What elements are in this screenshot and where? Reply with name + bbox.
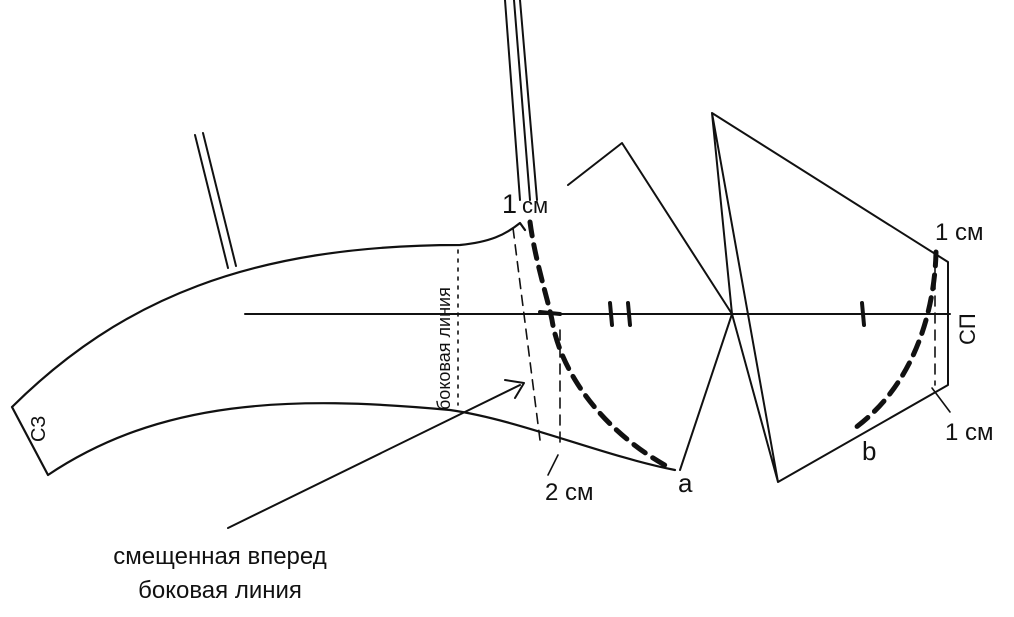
caption-line-1: смещенная вперед bbox=[113, 543, 327, 570]
caption-block: смещенная вперед боковая линия bbox=[60, 540, 380, 608]
point-a-label: а bbox=[678, 468, 693, 498]
leader-2cm bbox=[547, 454, 559, 476]
notch-mark-1 bbox=[608, 301, 614, 327]
caption-line-2: боковая линия bbox=[138, 577, 302, 604]
caption-arrow-head bbox=[504, 379, 525, 399]
left-edge-label: СЗ bbox=[28, 416, 50, 442]
armhole-point-mark bbox=[538, 310, 562, 316]
back-piece-outline bbox=[10, 221, 677, 477]
seam-line-mid-3 bbox=[519, 0, 538, 201]
label-2cm: 2 см bbox=[545, 479, 594, 506]
sleeve-right-polygon bbox=[711, 112, 949, 483]
notch-mark-3 bbox=[860, 301, 866, 327]
armhole-curve-left bbox=[527, 219, 673, 471]
seam-line-left-1 bbox=[194, 134, 229, 269]
label-1cm-bottom-right: 1 см bbox=[945, 419, 994, 446]
armhole-curve-right bbox=[852, 249, 939, 431]
side-line-label: боковая линия bbox=[434, 287, 454, 410]
label-1cm-top-right: 1 см bbox=[935, 219, 984, 246]
seam-top-number: 1 bbox=[502, 189, 517, 219]
caption-leader-line bbox=[227, 384, 521, 529]
seam-line-left-2 bbox=[202, 132, 237, 267]
point-b-label: b bbox=[862, 436, 876, 466]
right-edge-label: СП bbox=[955, 313, 980, 345]
notch-mark-2 bbox=[626, 301, 632, 327]
sleeve-left-triangle bbox=[567, 142, 733, 471]
seam-line-mid-1 bbox=[504, 0, 521, 201]
leader-1cm-bottom bbox=[931, 387, 951, 413]
seam-line-mid-2 bbox=[513, 0, 531, 201]
dashed-guide-1 bbox=[512, 227, 541, 441]
seam-top-unit: см bbox=[522, 193, 548, 218]
